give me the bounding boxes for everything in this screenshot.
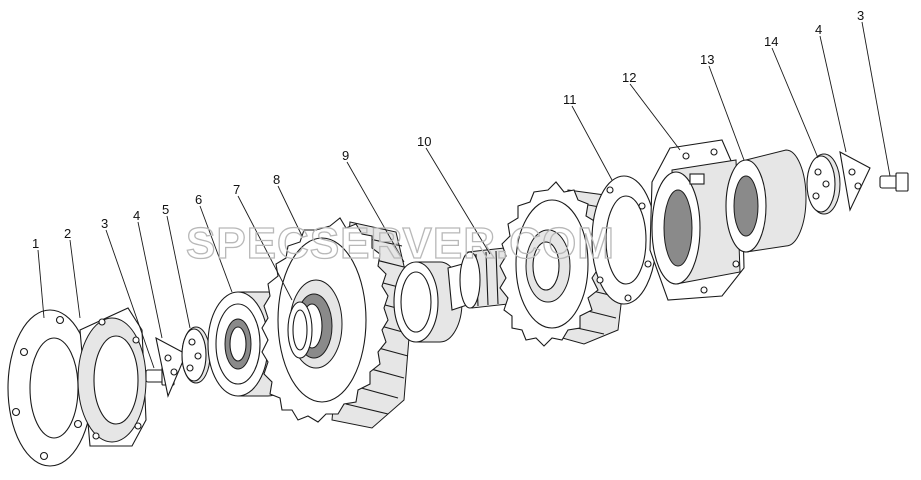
callout-1: 1: [32, 236, 39, 251]
callout-5: 5: [162, 202, 169, 217]
part-14-washer: [806, 153, 841, 215]
part-8-large-gear: [261, 217, 413, 429]
part-5-washer: [181, 326, 211, 384]
callout-3: 3: [101, 216, 108, 231]
callout-4-right: 4: [815, 22, 822, 37]
callout-6: 6: [195, 192, 202, 207]
part-7-needle-bearing: [287, 301, 313, 359]
leader-lines: [37, 21, 891, 369]
callout-14: 14: [764, 34, 778, 49]
part-12-housing: [649, 139, 745, 301]
callout-3-right: 3: [857, 8, 864, 23]
part-3-bolt-right: [879, 172, 909, 192]
watermark-text: SPECSERVER.COM: [186, 219, 615, 268]
part-4-lock-plate-left: [155, 336, 187, 398]
callout-4: 4: [133, 208, 140, 223]
callout-12: 12: [622, 70, 636, 85]
callout-labels: 1 2 3 4 5 6 7 8 9 10 11 12 13 14 4 3: [32, 8, 864, 251]
part-11-gasket: [591, 175, 657, 305]
callout-2: 2: [64, 226, 71, 241]
part-4-lock-plate-right: [839, 150, 871, 212]
callout-10: 10: [417, 134, 431, 149]
part-13-sleeve: [725, 149, 807, 253]
callout-7: 7: [233, 182, 240, 197]
part-2-flange-cover: [77, 307, 147, 447]
callout-8: 8: [273, 172, 280, 187]
callout-13: 13: [700, 52, 714, 67]
callout-9: 9: [342, 148, 349, 163]
callout-11: 11: [563, 92, 577, 107]
